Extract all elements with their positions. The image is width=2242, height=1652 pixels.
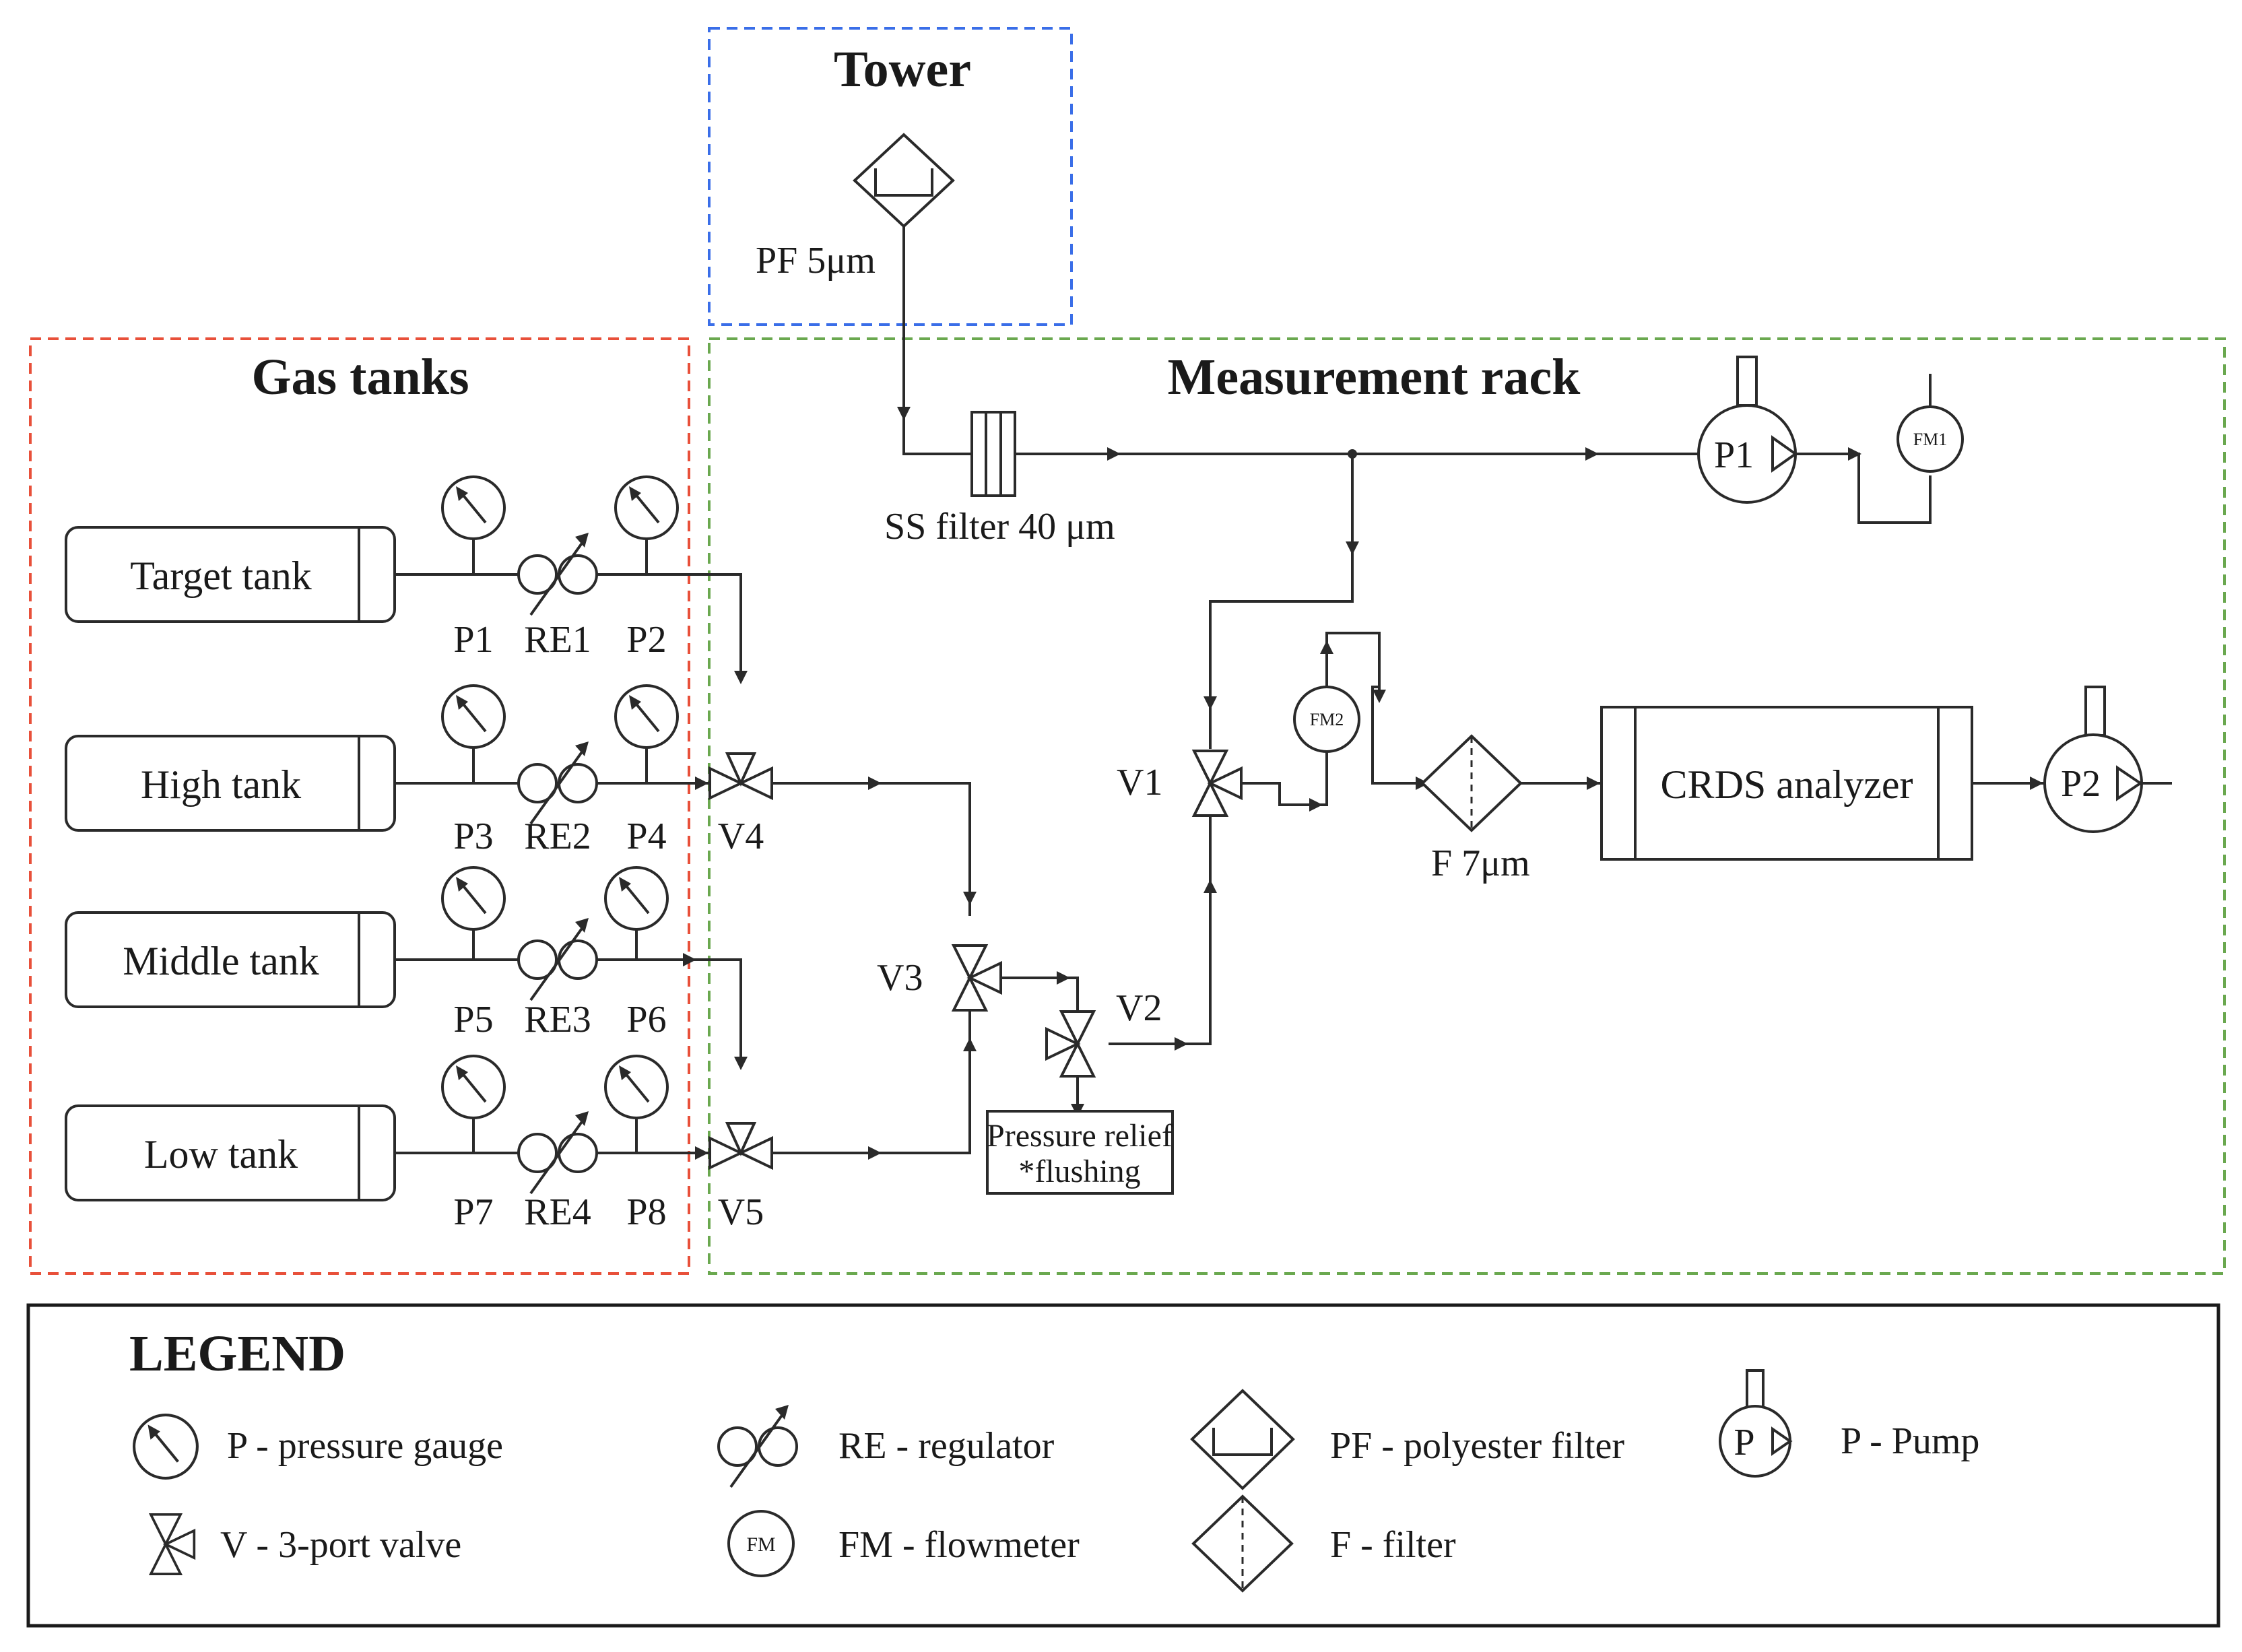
legend-pump-icon bbox=[1719, 1369, 1793, 1478]
legend-valve-label: V - 3-port valve bbox=[220, 1524, 461, 1566]
crds-analyzer-box bbox=[1600, 706, 1973, 861]
pressure-relief-box bbox=[986, 1110, 1174, 1195]
crds-analyzer-label: CRDS analyzer bbox=[1661, 762, 1913, 807]
pump-p2-label: P2 bbox=[2061, 763, 2101, 805]
v1-to-fm2-line bbox=[1241, 751, 1328, 806]
gauge-p8-label: P8 bbox=[626, 1191, 666, 1233]
legend-valve-icon bbox=[150, 1513, 196, 1575]
valve-v4-icon bbox=[708, 752, 773, 799]
regulator-re1-label: RE1 bbox=[524, 619, 591, 661]
gauge-p5-icon bbox=[441, 866, 506, 931]
gauge-p1-icon bbox=[441, 475, 506, 540]
gauge-p5-label: P5 bbox=[453, 999, 493, 1040]
low-tank-label: Low tank bbox=[144, 1132, 298, 1177]
gauge-p8-icon bbox=[604, 1055, 669, 1119]
pf-label: PF 5μm bbox=[756, 240, 876, 282]
filter-f-icon bbox=[1420, 734, 1523, 832]
fm1-flowmeter-icon bbox=[1897, 374, 1964, 473]
regulator-re3-label: RE3 bbox=[524, 999, 591, 1040]
pump-p1-label: P1 bbox=[1714, 434, 1754, 476]
valve-v5-icon bbox=[708, 1122, 773, 1169]
ss-filter-icon bbox=[970, 411, 1016, 497]
legend-pf-label: PF - polyester filter bbox=[1330, 1425, 1624, 1467]
valve-v3-label: V3 bbox=[877, 957, 923, 999]
v3-to-v2-line bbox=[1001, 977, 1079, 1017]
valve-v2-label: V2 bbox=[1116, 987, 1162, 1029]
flushing-label: *flushing bbox=[1018, 1154, 1140, 1189]
legend-pf-icon bbox=[1190, 1389, 1295, 1490]
gauge-p4-icon bbox=[614, 684, 679, 749]
valve-v2-icon bbox=[1045, 1010, 1095, 1078]
gauge-p3-label: P3 bbox=[453, 816, 493, 857]
legend-filter-icon bbox=[1191, 1494, 1294, 1593]
gauge-p1-label: P1 bbox=[453, 619, 493, 661]
fm2-label: FM2 bbox=[1310, 710, 1344, 729]
ss-filter-label: SS filter 40 μm bbox=[884, 506, 1115, 548]
middle-tank-label: Middle tank bbox=[123, 939, 319, 983]
valve-v4-label: V4 bbox=[718, 816, 764, 857]
regulator-re2-label: RE2 bbox=[524, 816, 591, 857]
valve-v3-icon bbox=[952, 944, 1002, 1012]
v4-out-line bbox=[772, 782, 971, 916]
legend-gauge-label: P - pressure gauge bbox=[227, 1425, 503, 1467]
gauge-p4-label: P4 bbox=[626, 816, 666, 857]
legend-filter-label: F - filter bbox=[1330, 1524, 1456, 1566]
fm1-label: FM1 bbox=[1913, 430, 1948, 449]
gauge-p2-label: P2 bbox=[626, 619, 666, 661]
v5-out-line bbox=[772, 1010, 971, 1154]
valve-v5-label: V5 bbox=[718, 1191, 764, 1233]
pump-p1-icon bbox=[1697, 356, 1798, 504]
gauge-p3-icon bbox=[441, 684, 506, 749]
gas-tanks-title: Gas tanks bbox=[251, 349, 469, 405]
gas-tanks-section bbox=[29, 337, 690, 1275]
regulator-re4-label: RE4 bbox=[524, 1191, 591, 1233]
pump-p2-icon bbox=[2043, 686, 2172, 833]
tower-section bbox=[708, 27, 1073, 326]
valve-v1-icon bbox=[1193, 750, 1243, 817]
gauge-p6-label: P6 bbox=[626, 999, 666, 1040]
pf-filter-icon bbox=[853, 133, 955, 228]
filter-f-label: F 7μm bbox=[1431, 842, 1530, 884]
legend-flowmeter-symbol: FM bbox=[746, 1533, 775, 1556]
pressure-relief-label: Pressure relief bbox=[987, 1118, 1173, 1154]
legend-box bbox=[26, 1303, 2220, 1628]
legend-regulator-label: RE - regulator bbox=[838, 1425, 1055, 1467]
measurement-rack-section bbox=[708, 337, 2226, 1275]
target-line bbox=[395, 573, 742, 680]
legend-regulator-icon bbox=[717, 1403, 798, 1488]
legend-gauge-icon bbox=[134, 1415, 197, 1478]
legend-flowmeter-icon bbox=[727, 1510, 795, 1577]
target-tank-label: Target tank bbox=[130, 554, 312, 598]
measurement-rack-title: Measurement rack bbox=[1168, 349, 1581, 405]
gauge-p7-label: P7 bbox=[453, 1191, 493, 1233]
legend-pump-label: P - Pump bbox=[1841, 1420, 1979, 1462]
gauge-p6-icon bbox=[604, 866, 669, 931]
legend-flowmeter-label: FM - flowmeter bbox=[838, 1524, 1080, 1566]
gauge-p2-icon bbox=[614, 475, 679, 540]
gauge-p7-icon bbox=[441, 1055, 506, 1119]
high-tank-label: High tank bbox=[141, 762, 301, 807]
valve-v1-label: V1 bbox=[1117, 762, 1162, 803]
legend-pump-symbol: P bbox=[1734, 1422, 1754, 1463]
tower-line bbox=[902, 226, 972, 455]
legend-title: LEGEND bbox=[129, 1325, 345, 1382]
tower-title: Tower bbox=[834, 41, 971, 98]
